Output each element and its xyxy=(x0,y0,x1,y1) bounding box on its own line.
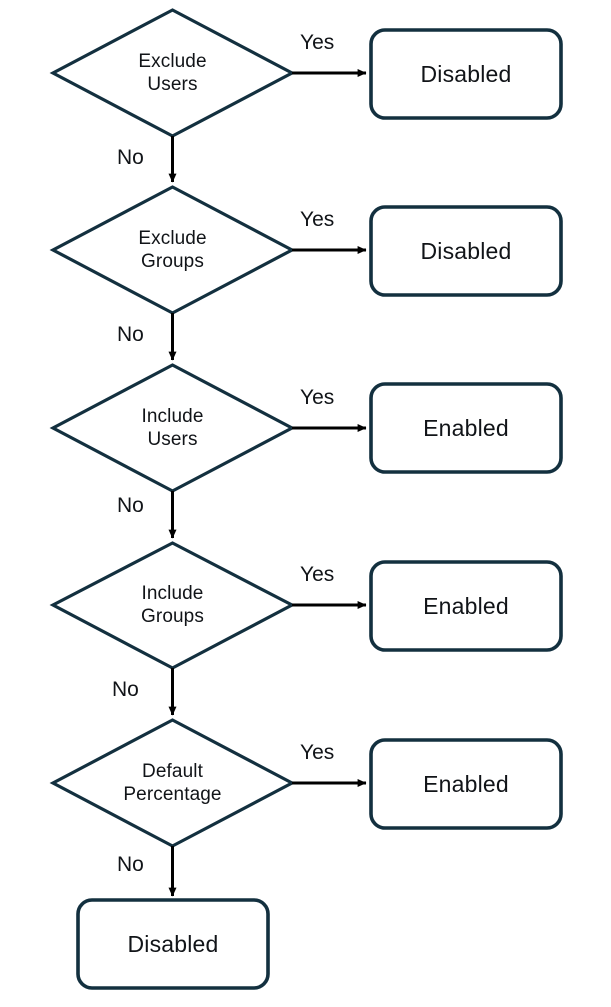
edge-label-no-3: No xyxy=(117,494,144,517)
edge-label-yes-4: Yes xyxy=(300,563,335,586)
decision-line-2: Users xyxy=(147,74,198,95)
edge-label-yes-3: Yes xyxy=(300,386,335,409)
decision-line-2: Percentage xyxy=(123,784,222,805)
decision-line-2: Users xyxy=(147,429,198,450)
decision-line-1: Exclude xyxy=(138,50,207,72)
outcome-label-4: Enabled xyxy=(423,592,509,619)
outcome-label-5: Enabled xyxy=(423,770,509,797)
outcome-label-1: Disabled xyxy=(420,60,512,87)
edge-label-no-1: No xyxy=(117,146,144,169)
outcome-shape-2[interactable] xyxy=(369,205,563,297)
decision-line-1: Include xyxy=(141,582,204,604)
decision-line-2: Groups xyxy=(141,251,204,272)
outcome-shape-4[interactable] xyxy=(369,560,563,652)
edge-label-no-2: No xyxy=(117,323,144,346)
outcome-shape-1[interactable] xyxy=(369,28,563,120)
outcome-label-final: Disabled xyxy=(127,930,219,957)
edge-label-no-4: No xyxy=(112,678,139,701)
outcome-shape-5[interactable] xyxy=(369,738,563,830)
edge-label-no-5: No xyxy=(117,853,144,876)
decision-line-2: Groups xyxy=(141,606,204,627)
outcome-label-3: Enabled xyxy=(423,414,509,441)
outcome-shape-3[interactable] xyxy=(369,382,563,474)
edge-label-yes-1: Yes xyxy=(300,31,335,54)
edge-label-yes-5: Yes xyxy=(300,741,335,764)
decision-line-1: Default xyxy=(142,760,203,782)
decision-line-1: Include xyxy=(141,405,204,427)
outcome-shape-final[interactable] xyxy=(76,898,270,990)
decision-line-1: Exclude xyxy=(138,227,207,249)
outcome-label-2: Disabled xyxy=(420,237,512,264)
edge-label-yes-2: Yes xyxy=(300,208,335,231)
